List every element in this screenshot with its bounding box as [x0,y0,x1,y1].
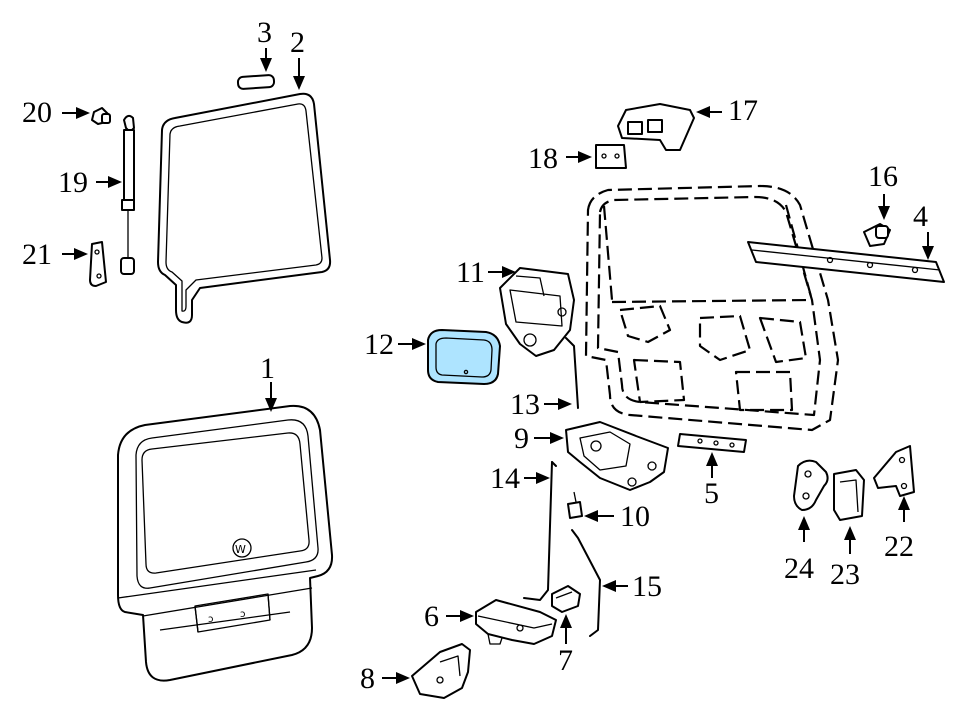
svg-text:8: 8 [360,662,375,695]
callout-7: 7 [558,614,573,677]
part-4-trim-strip[interactable] [747,241,945,283]
part-7-clip[interactable] [551,585,581,613]
svg-text:1: 1 [260,352,275,385]
svg-text:7: 7 [558,644,573,677]
callout-6: 6 [424,600,474,633]
part-22-bracket[interactable] [873,445,915,497]
part-14-rod[interactable] [523,461,557,601]
svg-text:W: W [235,543,246,556]
svg-text:ɔ: ɔ [208,614,214,625]
svg-text:9: 9 [514,422,529,455]
part-9-latch[interactable] [565,421,669,491]
callout-14: 14 [490,462,550,495]
part-23-bracket[interactable] [833,469,865,521]
svg-text:18: 18 [528,142,558,175]
part-12-cover[interactable] [427,328,502,386]
svg-text:15: 15 [632,570,662,603]
part-20-clip[interactable] [91,107,111,125]
part-8-handle[interactable] [411,643,471,699]
svg-text:12: 12 [364,328,394,361]
callout-21: 21 [22,238,88,271]
svg-text:14: 14 [490,462,520,495]
callout-2: 2 [290,26,305,90]
svg-text:22: 22 [884,530,914,563]
part-6-actuator[interactable] [475,599,557,645]
svg-text:17: 17 [728,94,758,127]
svg-text:24: 24 [784,552,814,585]
part-19-strut[interactable] [120,114,135,275]
svg-text:10: 10 [620,500,650,533]
svg-text:16: 16 [868,160,898,193]
part-17-hinge[interactable] [617,103,695,151]
svg-text:2: 2 [290,26,305,59]
callout-9: 9 [514,422,564,455]
part-21-bracket[interactable] [89,241,107,287]
part-3-molding[interactable] [236,74,276,90]
part-11-lock[interactable] [499,267,575,357]
callout-10: 10 [584,500,650,533]
callout-20: 20 [22,96,90,129]
part-15-rod[interactable] [571,529,601,637]
svg-text:19: 19 [58,166,88,199]
callout-1: 1 [260,352,277,412]
callout-13: 13 [510,388,572,421]
svg-text:20: 20 [22,96,52,129]
part-18-plate[interactable] [595,144,627,169]
part-13-rod[interactable] [565,337,579,409]
svg-text:21: 21 [22,238,52,271]
callout-3: 3 [257,16,272,72]
callout-8: 8 [360,662,410,695]
svg-text:6: 6 [424,600,439,633]
callout-5: 5 [704,452,719,510]
callout-16: 16 [868,160,898,220]
svg-text:5: 5 [704,477,719,510]
callout-18: 18 [528,142,592,175]
callout-12: 12 [364,328,426,361]
callout-15: 15 [602,570,662,603]
svg-text:4: 4 [913,200,928,233]
part-24-buffer[interactable] [793,459,829,511]
callout-11: 11 [456,256,516,289]
part-1-liftgate[interactable]: ɔ ɔ W [117,404,334,682]
callout-22: 22 [884,496,914,563]
part-10-clip[interactable] [567,491,583,519]
callout-17: 17 [696,94,758,127]
callout-23: 23 [830,526,860,591]
part-16-bumper[interactable] [863,223,891,247]
svg-text:23: 23 [830,558,860,591]
callout-24: 24 [784,516,814,585]
callout-4: 4 [913,200,934,260]
part-2-glass[interactable] [157,92,332,324]
svg-text:13: 13 [510,388,540,421]
part-5-striker[interactable] [677,433,747,453]
callout-19: 19 [58,166,122,199]
body-opening-outline [584,184,840,432]
svg-text:ɔ: ɔ [240,609,246,620]
svg-text:3: 3 [257,16,272,49]
svg-text:11: 11 [456,256,485,289]
